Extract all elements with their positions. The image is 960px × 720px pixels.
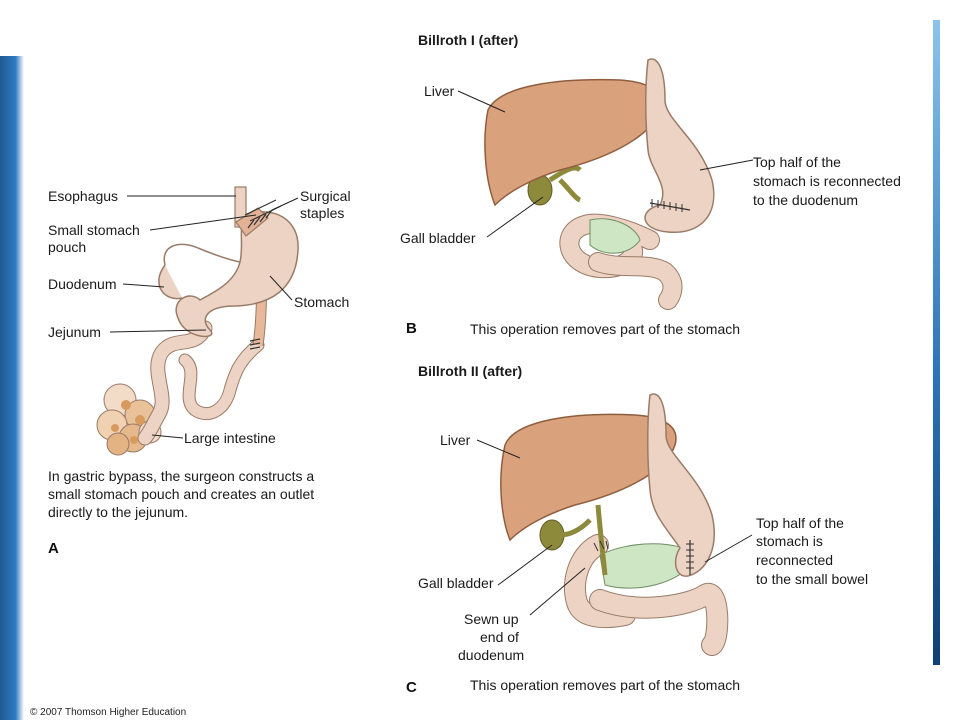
label-liver-c: Liver (440, 432, 471, 448)
label-small-stomach-pouch-line2: pouch (48, 239, 87, 255)
label-sewn-line3: duodenum (458, 647, 525, 663)
note-c-line3: reconnected (756, 552, 834, 568)
caption-c: This operation removes part of the stoma… (470, 677, 741, 693)
panel-a-illustration (96, 186, 299, 456)
panel-b-illustration (457, 58, 754, 310)
panel-letter-c: C (406, 679, 417, 696)
right-blue-frame (933, 20, 940, 665)
title-billroth-i: Billroth I (after) (418, 32, 519, 48)
label-esophagus: Esophagus (48, 188, 119, 204)
note-c-line2: stomach is (756, 533, 823, 549)
label-stomach: Stomach (294, 294, 350, 310)
label-gall-bladder-c: Gall bladder (418, 575, 494, 591)
panel-letter-b: B (406, 320, 417, 337)
copyright-footer: © 2007 Thomson Higher Education (30, 707, 187, 718)
label-liver-b: Liver (424, 83, 455, 99)
label-sewn-line2: end of (480, 629, 519, 645)
panel-c-illustration (476, 393, 753, 656)
caption-a-line1: In gastric bypass, the surgeon construct… (48, 468, 315, 484)
label-duodenum: Duodenum (48, 276, 117, 292)
note-b-line1: Top half of the (753, 154, 841, 170)
title-billroth-ii: Billroth II (after) (418, 363, 523, 379)
caption-b: This operation removes part of the stoma… (470, 321, 741, 337)
caption-a-line3: directly to the jejunum. (48, 504, 189, 520)
label-large-intestine: Large intestine (184, 430, 276, 446)
label-gall-bladder-b: Gall bladder (400, 230, 476, 246)
label-small-stomach-pouch-line1: Small stomach (48, 222, 140, 238)
note-c-line4: to the small bowel (756, 571, 869, 587)
caption-a-line2: small stomach pouch and creates an outle… (48, 486, 315, 502)
label-surgical-staples-line2: staples (300, 205, 345, 221)
label-surgical-staples-line1: Surgical (300, 188, 351, 204)
label-jejunum: Jejunum (48, 324, 101, 340)
large-intestine (96, 383, 162, 456)
note-b-line3: to the duodenum (753, 192, 859, 208)
panel-letter-a: A (48, 540, 59, 557)
note-b-line2: stomach is reconnected (753, 173, 901, 189)
left-blue-frame (0, 56, 24, 720)
label-sewn-line1: Sewn up (464, 611, 519, 627)
note-c-line1: Top half of the (756, 515, 844, 531)
